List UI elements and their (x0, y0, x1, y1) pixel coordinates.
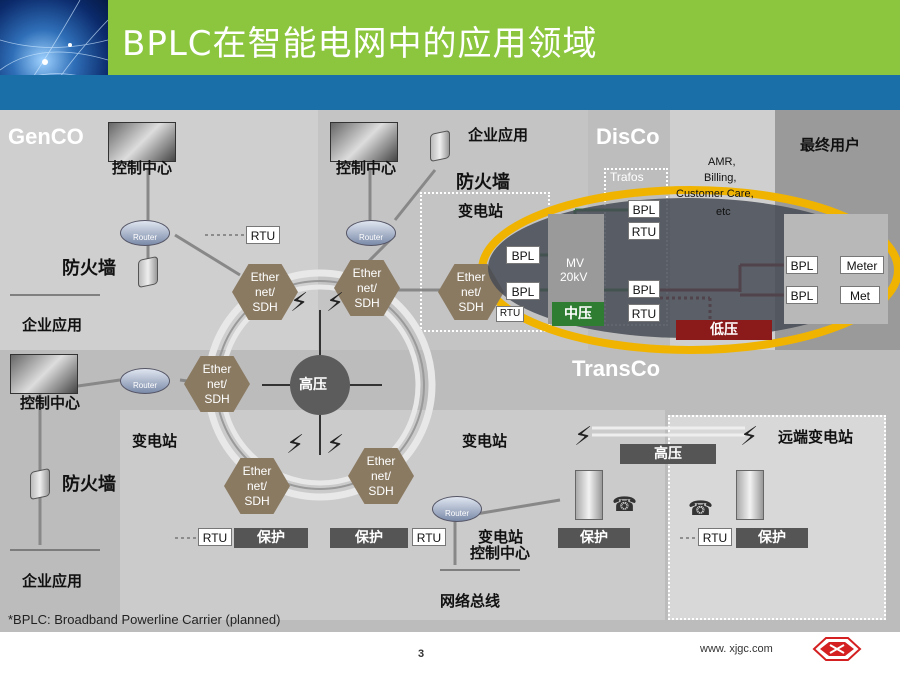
rtu-box: RTU (412, 528, 446, 546)
low-voltage-box: 低压 (676, 320, 772, 340)
telephone-icon: ☎ (612, 492, 637, 516)
high-voltage-core (290, 355, 350, 415)
transmission-tower-icon: ⚡ (326, 430, 345, 460)
slide-title: BPLC在智能电网中的应用领域 (122, 24, 598, 64)
meter-box: Meter (840, 256, 884, 274)
firewall-icon (138, 255, 158, 289)
meter-box: Met (840, 286, 880, 304)
medium-voltage-box: 中压 (552, 302, 604, 326)
transmission-tower-icon: ⚡ (286, 430, 305, 460)
bpl-box: BPL (786, 256, 818, 274)
label-mv-voltage: 20kV (560, 270, 588, 284)
protection-box: 保护 (234, 528, 308, 548)
bpl-box: BPL (506, 246, 540, 264)
label-customer-care: Customer Care, (676, 188, 754, 200)
bpl-box: BPL (628, 280, 660, 298)
label-remote-substation: 远端变电站 (778, 428, 854, 446)
transmission-tower-icon: ⚡ (326, 288, 345, 318)
label-end-user: 最终用户 (800, 136, 861, 154)
label-firewall-center: 防火墙 (456, 172, 510, 193)
transmission-tower-icon: ⚡ (740, 422, 759, 452)
bpl-box: BPL (506, 282, 540, 300)
protection-box: 保护 (330, 528, 408, 548)
label-substation-left: 变电站 (132, 432, 178, 450)
smart-grid-diagram: GenCO DisCo TransCo 控制中心 Router RTU 防火墙 … (0, 110, 900, 632)
switchgear-icon (575, 470, 603, 520)
label-mv: MV (566, 256, 584, 270)
router-icon: Router (346, 220, 396, 246)
rtu-box: RTU (628, 304, 660, 322)
label-etc: etc (716, 206, 731, 218)
rtu-box: RTU (698, 528, 732, 546)
label-substation-control-line2: 控制中心 (470, 544, 531, 562)
label-enterprise-app-left: 企业应用 (22, 572, 83, 590)
switchgear-icon (736, 470, 764, 520)
control-center-photo (108, 122, 176, 162)
website-url: www. xjgc.com (700, 643, 773, 655)
label-network-bus: 网络总线 (440, 592, 501, 610)
zone-disco: DisCo (596, 124, 660, 149)
label-substation-bottom: 变电站 (462, 432, 508, 450)
rtu-box: RTU (628, 222, 660, 240)
transmission-tower-icon: ⚡ (574, 422, 593, 452)
protection-box: 保护 (558, 528, 630, 548)
zone-genco: GenCO (8, 124, 84, 149)
network-globe-icon (0, 0, 108, 110)
rtu-box: RTU (246, 226, 280, 244)
substation-zone (120, 410, 665, 620)
label-firewall-left: 防火墙 (62, 474, 116, 495)
bpl-box: BPL (628, 200, 660, 218)
control-center-photo (330, 122, 398, 162)
label-high-voltage-center: 高压 (299, 377, 327, 393)
label-amr: AMR, (708, 156, 736, 168)
firewall-icon (430, 129, 450, 163)
header-band (0, 75, 900, 110)
firewall-icon (30, 467, 50, 501)
control-center-photo (10, 354, 78, 394)
router-icon: Router (432, 496, 482, 522)
rtu-box: RTU (496, 306, 524, 322)
zone-transco: TransCo (572, 356, 661, 381)
protection-box: 保护 (736, 528, 808, 548)
footnote: *BPLC: Broadband Powerline Carrier (plan… (8, 612, 281, 627)
telephone-icon: ☎ (688, 496, 713, 520)
label-substation-control-line1: 变电站 (478, 528, 524, 546)
label-control-center-left: 控制中心 (20, 394, 81, 412)
label-control-center-center: 控制中心 (336, 159, 397, 177)
transmission-tower-icon: ⚡ (290, 288, 309, 318)
label-trafos: Trafos (610, 170, 644, 184)
label-control-center-genco: 控制中心 (112, 159, 173, 177)
title-bar (0, 0, 900, 75)
rtu-box: RTU (198, 528, 232, 546)
router-icon: Router (120, 368, 170, 394)
bpl-box: BPL (786, 286, 818, 304)
label-billing: Billing, (704, 172, 737, 184)
label-substation-top: 变电站 (458, 202, 504, 220)
label-firewall-genco: 防火墙 (62, 258, 116, 279)
router-icon: Router (120, 220, 170, 246)
label-enterprise-app-center: 企业应用 (468, 126, 529, 144)
company-logo-icon (812, 637, 862, 661)
high-voltage-line-label-box: 高压 (620, 444, 716, 464)
page-number: 3 (418, 648, 425, 660)
label-enterprise-app-genco: 企业应用 (22, 316, 83, 334)
